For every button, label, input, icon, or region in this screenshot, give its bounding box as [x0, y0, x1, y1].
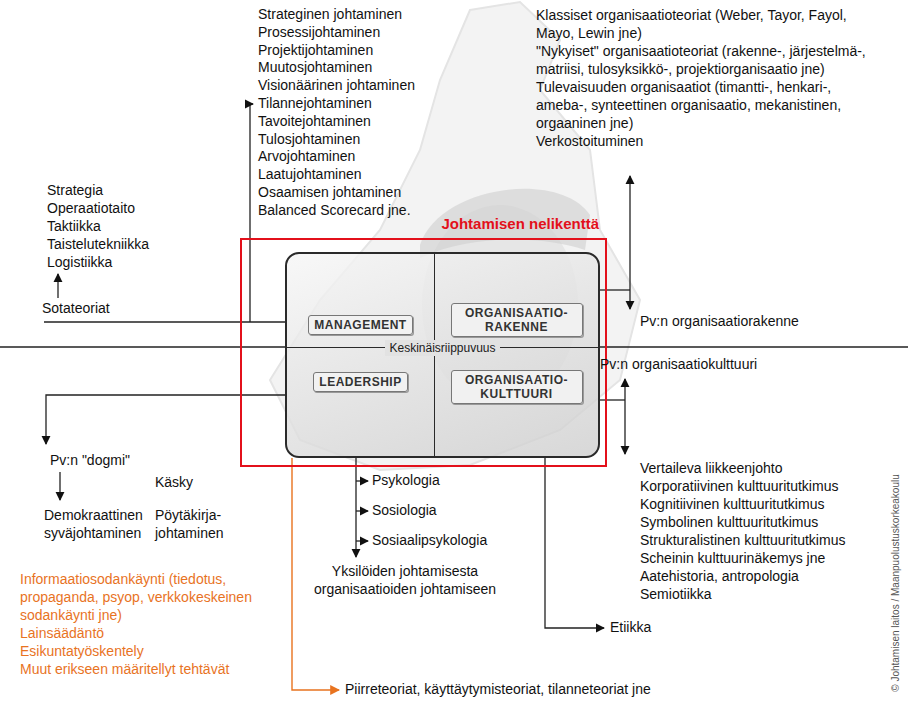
- frame-box: Johtamisen nelikenttäKeskinäisriippuvuus…: [240, 238, 607, 467]
- military-item: Operaatiotaito: [47, 199, 149, 217]
- ethics-label: Etiikka: [610, 619, 651, 637]
- task-item: Lainsäädäntö: [20, 624, 272, 642]
- theory-item: "Nykyiset" organisaatioteoriat (rakenne-…: [536, 42, 866, 78]
- theory-item: Klassiset organisaatioteoriat (Weber, Ta…: [536, 6, 866, 42]
- method-item: Laatujohtaminen: [258, 166, 415, 184]
- leadership-style: Demokraattinen syväjohtaminen: [44, 506, 156, 542]
- quadrant-panel: Keskinäisriippuvuus MANAGEMENT ORGANISAATI…: [285, 252, 600, 458]
- military-item: Logistiikka: [47, 253, 149, 271]
- leader-lines: [0, 104, 908, 628]
- culture-item: Scheinin kulttuurinäkemys jne: [640, 549, 845, 567]
- military-item: Strategia: [47, 181, 149, 199]
- method-item: Tavoitejohtaminen: [258, 113, 415, 131]
- method-item: Tilannejohtaminen: [258, 95, 415, 113]
- method-item: Tulosjohtaminen: [258, 131, 415, 149]
- method-item: Strateginen johtaminen: [258, 6, 415, 24]
- leadership-style: Pöytäkirja- johtaminen: [155, 506, 239, 542]
- science-label: Sosiologia: [372, 502, 437, 520]
- task-item: Esikuntatyöskentely: [20, 642, 272, 660]
- quadrant-cell: ORGANISAATIO- RAKENNE: [435, 254, 598, 348]
- theory-label: Piirreteoriat, käyttäytymisteoriat, tila…: [345, 681, 651, 699]
- structure-label: Pv:n organisaatiorakenne: [640, 313, 799, 331]
- quadrant-cell: LEADERSHIP: [287, 348, 435, 456]
- center-label: Keskinäisriippuvuus: [385, 340, 499, 356]
- culture-item: Kognitiivinen kulttuuritutkimus: [640, 495, 845, 513]
- method-item: Balanced Scorecard jne.: [258, 202, 415, 220]
- method-item: Arvojohtaminen: [258, 148, 415, 166]
- theory-item: Verkostoituminen: [536, 132, 866, 150]
- method-item: Prosessijohtaminen: [258, 24, 415, 42]
- military-item: Taktiikka: [47, 217, 149, 235]
- method-item: Visionäärinen johtaminen: [258, 77, 415, 95]
- method-item: Muutosjohtaminen: [258, 59, 415, 77]
- culture-item: Symbolinen kulttuuritutkimus: [640, 513, 845, 531]
- quadrant-cell: MANAGEMENT: [287, 254, 435, 348]
- science-label: Psykologia: [372, 472, 440, 490]
- military-item: Taistelutekniikka: [47, 235, 149, 253]
- culture-item: Semiotiikka: [640, 585, 845, 603]
- frame-title: Johtamisen nelikenttä: [441, 215, 599, 233]
- science-label: Yksilöiden johtamisesta organisaatioiden…: [300, 562, 510, 598]
- quadrant-label: ORGANISAATIO- RAKENNE: [451, 303, 583, 337]
- quadrant-label: LEADERSHIP: [313, 372, 407, 392]
- task-item: Muut erikseen määritellyt tehtävät: [20, 660, 272, 678]
- science-label: Sosiaalipsykologia: [372, 532, 487, 550]
- copyright-note: © Johtamisen laitos / Maanpuolustuskorke…: [890, 474, 902, 692]
- culture-item: Vertaileva liikkeenjohto: [640, 459, 845, 477]
- culture-item: Korporatiivinen kulttuuritutkimus: [640, 477, 845, 495]
- task-item: Informaatiosodankäynti (tiedotus, propag…: [20, 570, 272, 624]
- quadrant-label: MANAGEMENT: [308, 315, 412, 335]
- quadrant-label: ORGANISAATIO- KULTTUURI: [451, 370, 583, 404]
- culture-label: Pv:n organisaatiokulttuuri: [600, 356, 757, 374]
- doctrine-label: Pv:n "dogmi": [50, 452, 130, 470]
- command-label: Käsky: [155, 474, 193, 492]
- culture-item: Aatehistoria, antropologia: [640, 567, 845, 585]
- theory-item: Tulevaisuuden organisaatiot (timantti-, …: [536, 78, 866, 132]
- culture-item: Strukturalistinen kulttuuritutkimus: [640, 531, 845, 549]
- quadrant-cell: ORGANISAATIO- KULTTUURI: [435, 348, 598, 456]
- theory-label: Sotateoriat: [42, 300, 110, 318]
- method-item: Osaamisen johtaminen: [258, 184, 415, 202]
- method-item: Projektijohtaminen: [258, 42, 415, 60]
